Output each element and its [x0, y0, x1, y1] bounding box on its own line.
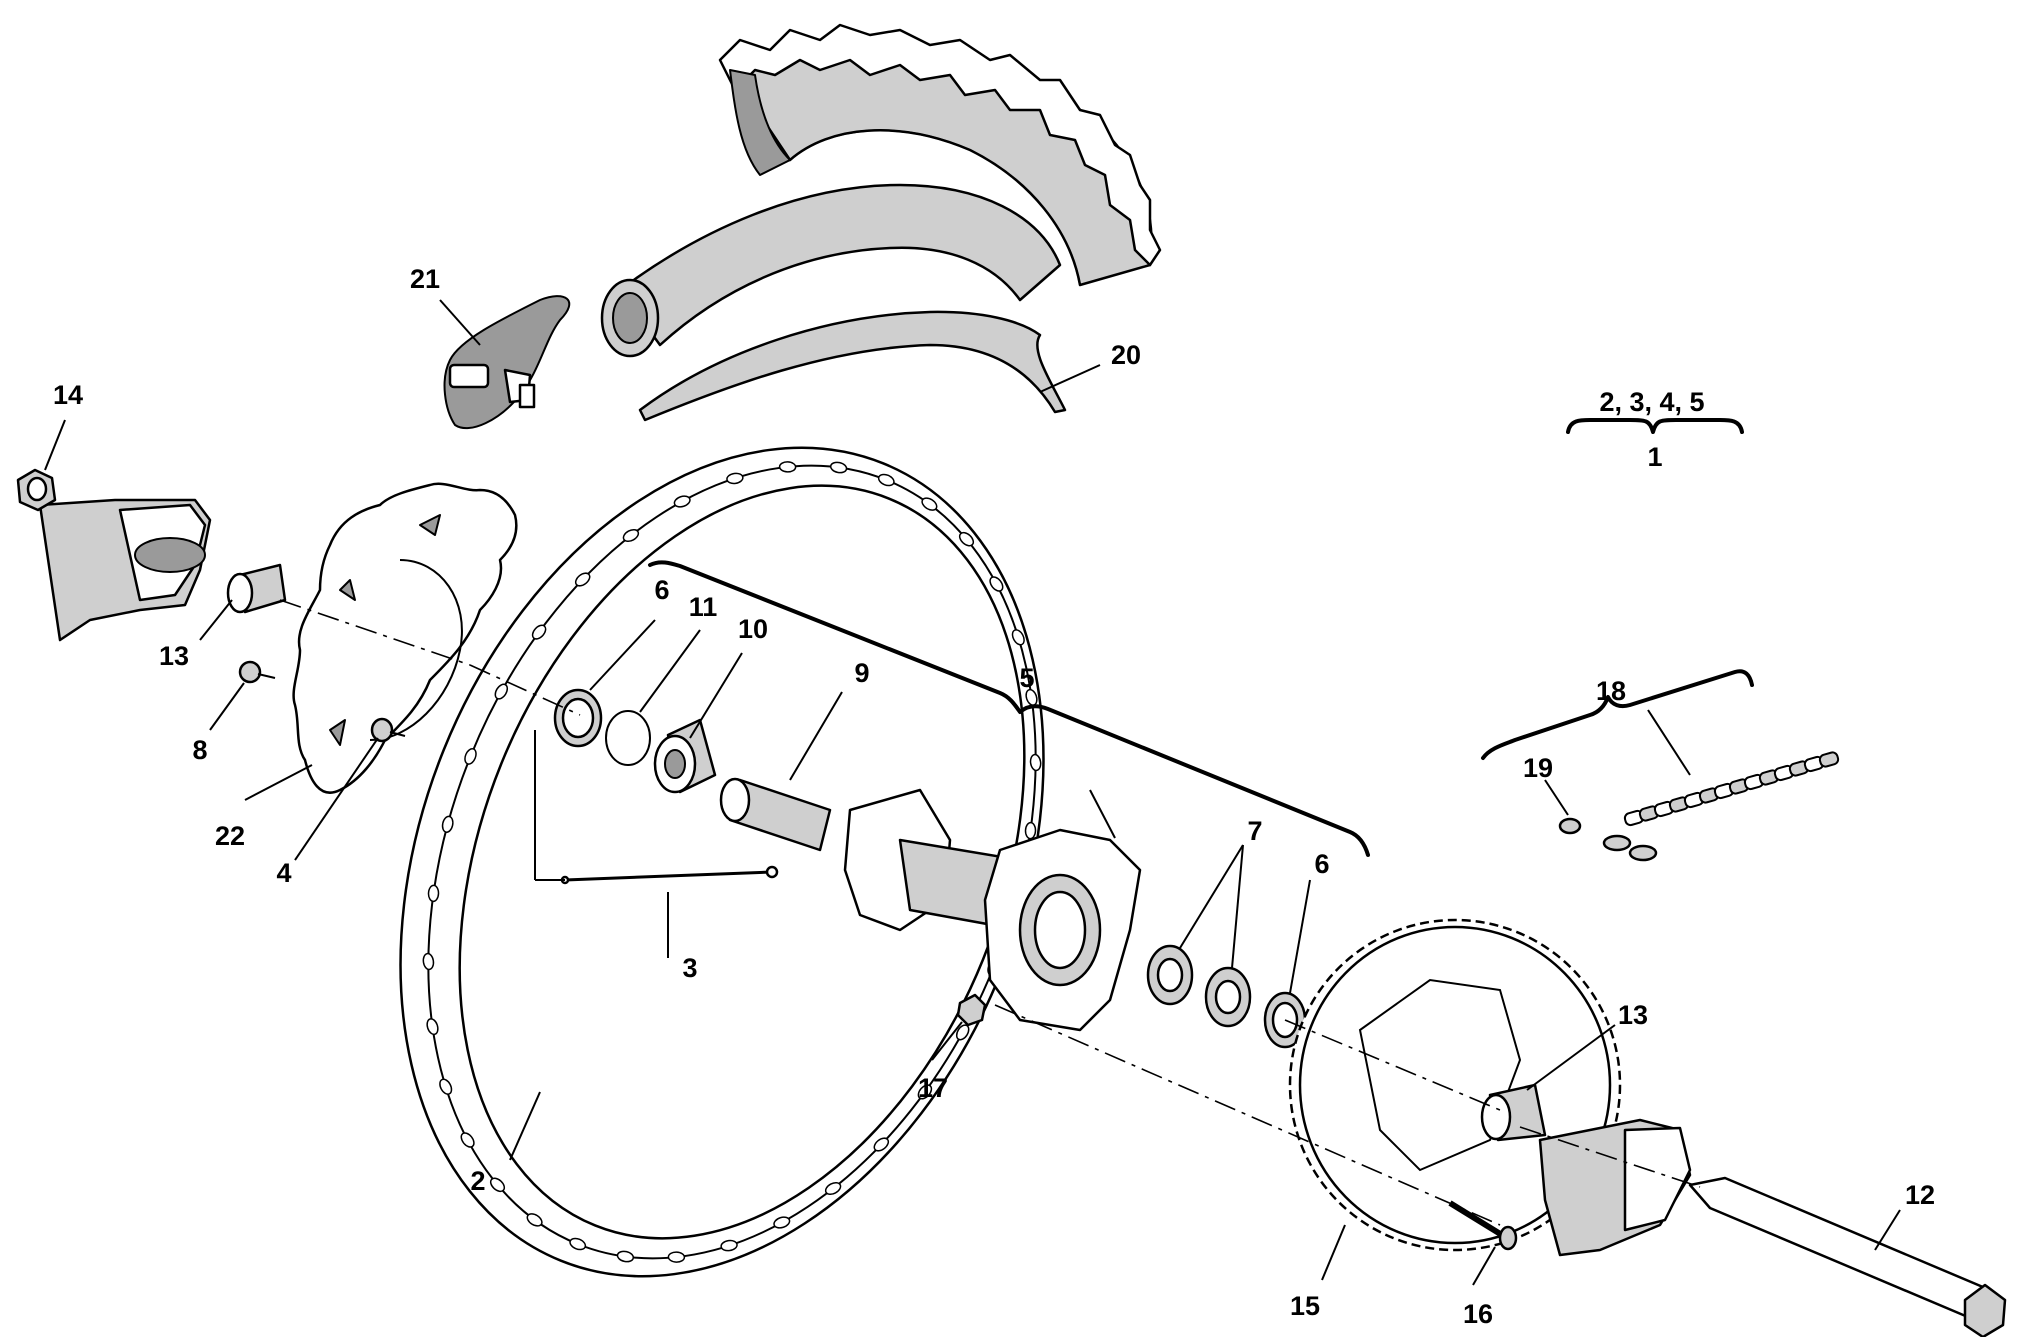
label-6-right: 6 — [1314, 849, 1329, 879]
spoke — [534, 730, 779, 885]
seal-left — [553, 688, 603, 748]
spoke-hole — [917, 1084, 933, 1100]
group-5-bracket — [648, 560, 1370, 857]
label-11: 11 — [689, 592, 718, 622]
bearing-left — [653, 718, 717, 794]
spoke-hole — [773, 1216, 791, 1229]
sprocket-nut — [956, 993, 987, 1027]
spoke-hole — [989, 576, 1004, 592]
label-12: 12 — [1905, 1180, 1935, 1210]
swingarm-right — [1538, 1118, 1692, 1257]
spoke-hole — [873, 1137, 890, 1152]
spoke-hole — [720, 1239, 738, 1252]
leader-lines — [44, 299, 1901, 1286]
spoke-hole — [1011, 629, 1025, 646]
axis-lines — [279, 599, 1701, 1226]
circlip — [605, 710, 651, 766]
rear-axle — [1688, 1176, 2007, 1337]
chain — [1623, 751, 1840, 827]
rim-tape — [638, 310, 1067, 422]
spoke-hole — [726, 472, 744, 485]
callout-labels: 21 20 14 13 8 22 4 6 11 10 9 5 3 2 7 6 1… — [53, 264, 1935, 1329]
label-group-items: 2, 3, 4, 5 — [1599, 387, 1704, 417]
label-21: 21 — [410, 264, 440, 294]
label-15: 15 — [1290, 1291, 1320, 1321]
spoke-hole — [531, 624, 547, 640]
label-13-right: 13 — [1618, 1000, 1648, 1030]
wheel-rim — [399, 446, 1045, 1278]
spoke-hole — [422, 952, 435, 971]
axle-nut — [16, 468, 57, 512]
wheel-hub — [843, 788, 1142, 1032]
label-14: 14 — [53, 380, 83, 410]
label-16: 16 — [1463, 1299, 1493, 1329]
label-8: 8 — [192, 735, 207, 765]
chain-master-link — [1558, 817, 1658, 862]
tyre — [718, 23, 1162, 287]
sprocket-bolt — [1448, 1200, 1518, 1251]
label-2: 2 — [470, 1166, 485, 1196]
label-18: 18 — [1596, 676, 1626, 706]
label-10: 10 — [738, 614, 768, 644]
label-13-left: 13 — [159, 641, 189, 671]
label-5: 5 — [1019, 663, 1034, 693]
spoke-hole — [526, 1213, 543, 1227]
rim-lock — [443, 295, 571, 430]
label-22: 22 — [215, 821, 245, 851]
spoke-hole — [667, 1251, 686, 1263]
inner-tube — [600, 183, 1062, 358]
label-3: 3 — [682, 953, 697, 983]
spoke-hole — [441, 815, 454, 833]
spoke-hole — [616, 1250, 635, 1263]
spacer-left — [226, 563, 287, 614]
label-17: 17 — [918, 1073, 948, 1103]
label-7: 7 — [1247, 816, 1262, 846]
spoke-hole — [673, 495, 691, 508]
chain-link — [1818, 751, 1840, 768]
label-19: 19 — [1523, 753, 1553, 783]
bearings-right — [1146, 944, 1252, 1028]
spoke-hole — [439, 1078, 453, 1095]
label-9: 9 — [854, 658, 869, 688]
brake-disc — [292, 482, 518, 794]
spoke-hole — [494, 683, 509, 700]
spoke-hole — [427, 884, 440, 903]
label-20: 20 — [1111, 340, 1141, 370]
spoke-hole — [877, 473, 895, 487]
spoke-hole — [489, 1177, 506, 1193]
spoke-hole — [824, 1181, 842, 1196]
spoke-hole — [460, 1132, 475, 1148]
label-4: 4 — [276, 858, 291, 888]
group-18-bracket — [1481, 669, 1754, 760]
spoke-hole — [958, 531, 975, 547]
label-6-left: 6 — [654, 575, 669, 605]
spoke-hole — [464, 747, 477, 765]
swingarm-left — [38, 498, 212, 642]
spoke-hole — [622, 528, 640, 543]
spoke-hole — [1024, 821, 1037, 840]
spoke-hole — [921, 497, 938, 511]
spoke-hole — [1029, 753, 1042, 772]
spoke-hole — [569, 1237, 587, 1251]
spoke-hole — [574, 572, 591, 587]
spoke-hole — [778, 461, 797, 473]
spoke-hole — [829, 461, 848, 474]
label-1: 1 — [1647, 442, 1662, 472]
spacer-tube — [719, 777, 832, 852]
spoke-hole — [426, 1018, 439, 1036]
group-1-brace — [1566, 418, 1744, 434]
disc-screws — [238, 660, 406, 743]
rear-sprocket — [1288, 918, 1622, 1252]
